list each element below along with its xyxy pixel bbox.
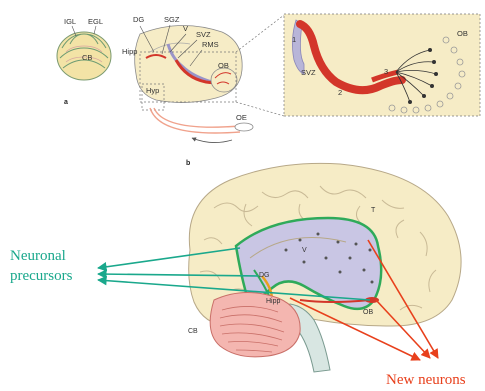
label-sgz: SGZ (164, 15, 180, 24)
label-ob-b: OB (363, 309, 373, 316)
inset-step-3: 3 (384, 67, 388, 76)
label-v-a: V (183, 24, 188, 33)
panel-b: b (10, 160, 466, 388)
label-ob-a: OB (218, 61, 229, 70)
label-igl: IGL (64, 17, 76, 26)
label-dg-b: DG (259, 272, 270, 279)
label-cb-human: CB (188, 328, 198, 335)
panel-a-letter: a (64, 99, 68, 106)
label-dg-a: DG (133, 15, 144, 24)
new-neurons-label: New neurons (386, 372, 466, 388)
label-cb-rodent: CB (82, 53, 92, 62)
inset-panel: SVZ OB 1 2 3 (284, 14, 480, 116)
panel-b-letter: b (186, 160, 190, 167)
neuronal-precursors-label-line2: precursors (10, 268, 73, 284)
human-brain (189, 163, 461, 372)
neuronal-precursors-label-line1: Neuronal (10, 248, 66, 264)
label-t: T (371, 207, 376, 214)
inset-step-1: 1 (292, 35, 296, 44)
oe-shape (235, 123, 253, 131)
label-oe: OE (236, 113, 247, 122)
label-svz-a: SVZ (196, 30, 211, 39)
inset-label-svz: SVZ (301, 68, 316, 77)
label-hipp-b: Hipp (266, 298, 281, 305)
inset-label-ob: OB (457, 29, 468, 38)
inset-step-2: 2 (338, 88, 342, 97)
label-egl: EGL (88, 17, 103, 26)
label-v-b: V (302, 247, 307, 254)
panel-a: a IGL EGL CB (57, 14, 480, 143)
label-rms: RMS (202, 40, 219, 49)
label-hyp: Hyp (146, 86, 159, 95)
label-hipp-a: Hipp (122, 47, 137, 56)
